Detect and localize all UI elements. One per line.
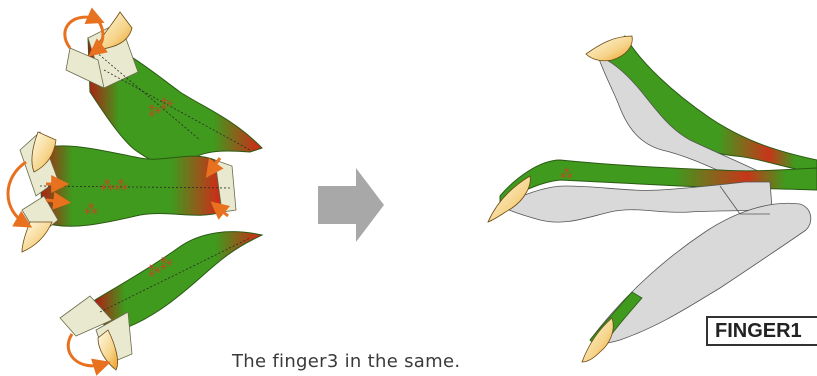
curved-arrow-icon: [6, 160, 33, 228]
finger-top-folded: [585, 35, 817, 181]
fold-arrows: [6, 7, 231, 376]
small-arrow-icon: [205, 157, 224, 178]
instruction-caption: The finger3 in the same.: [232, 351, 461, 372]
scale-pattern: ⁂: [84, 202, 98, 218]
right-arrow-icon: [318, 168, 384, 242]
part-label: FINGER1: [706, 316, 817, 346]
finger-middle-folded: ⁂: [487, 159, 817, 223]
left-figure: ⁂⁂ ⁂⁂ ⁂ ⁂⁂: [6, 7, 264, 376]
scale-pattern: ⁂: [560, 167, 573, 182]
finger-top-flat: ⁂⁂: [65, 11, 263, 167]
finger-bottom-flat: ⁂⁂: [59, 231, 264, 371]
finger-bottom-folded: [581, 185, 812, 363]
curved-arrow-icon: [66, 333, 111, 376]
scale-pattern: ⁂⁂: [100, 178, 128, 194]
small-arrow-icon: [45, 191, 72, 210]
curved-arrow-icon: [63, 7, 105, 49]
small-arrow-icon: [210, 201, 231, 220]
finger-middle-flat: ⁂⁂ ⁂: [19, 131, 237, 253]
curved-arrow-icon: [88, 19, 109, 57]
right-figure: ⁂: [487, 35, 817, 363]
